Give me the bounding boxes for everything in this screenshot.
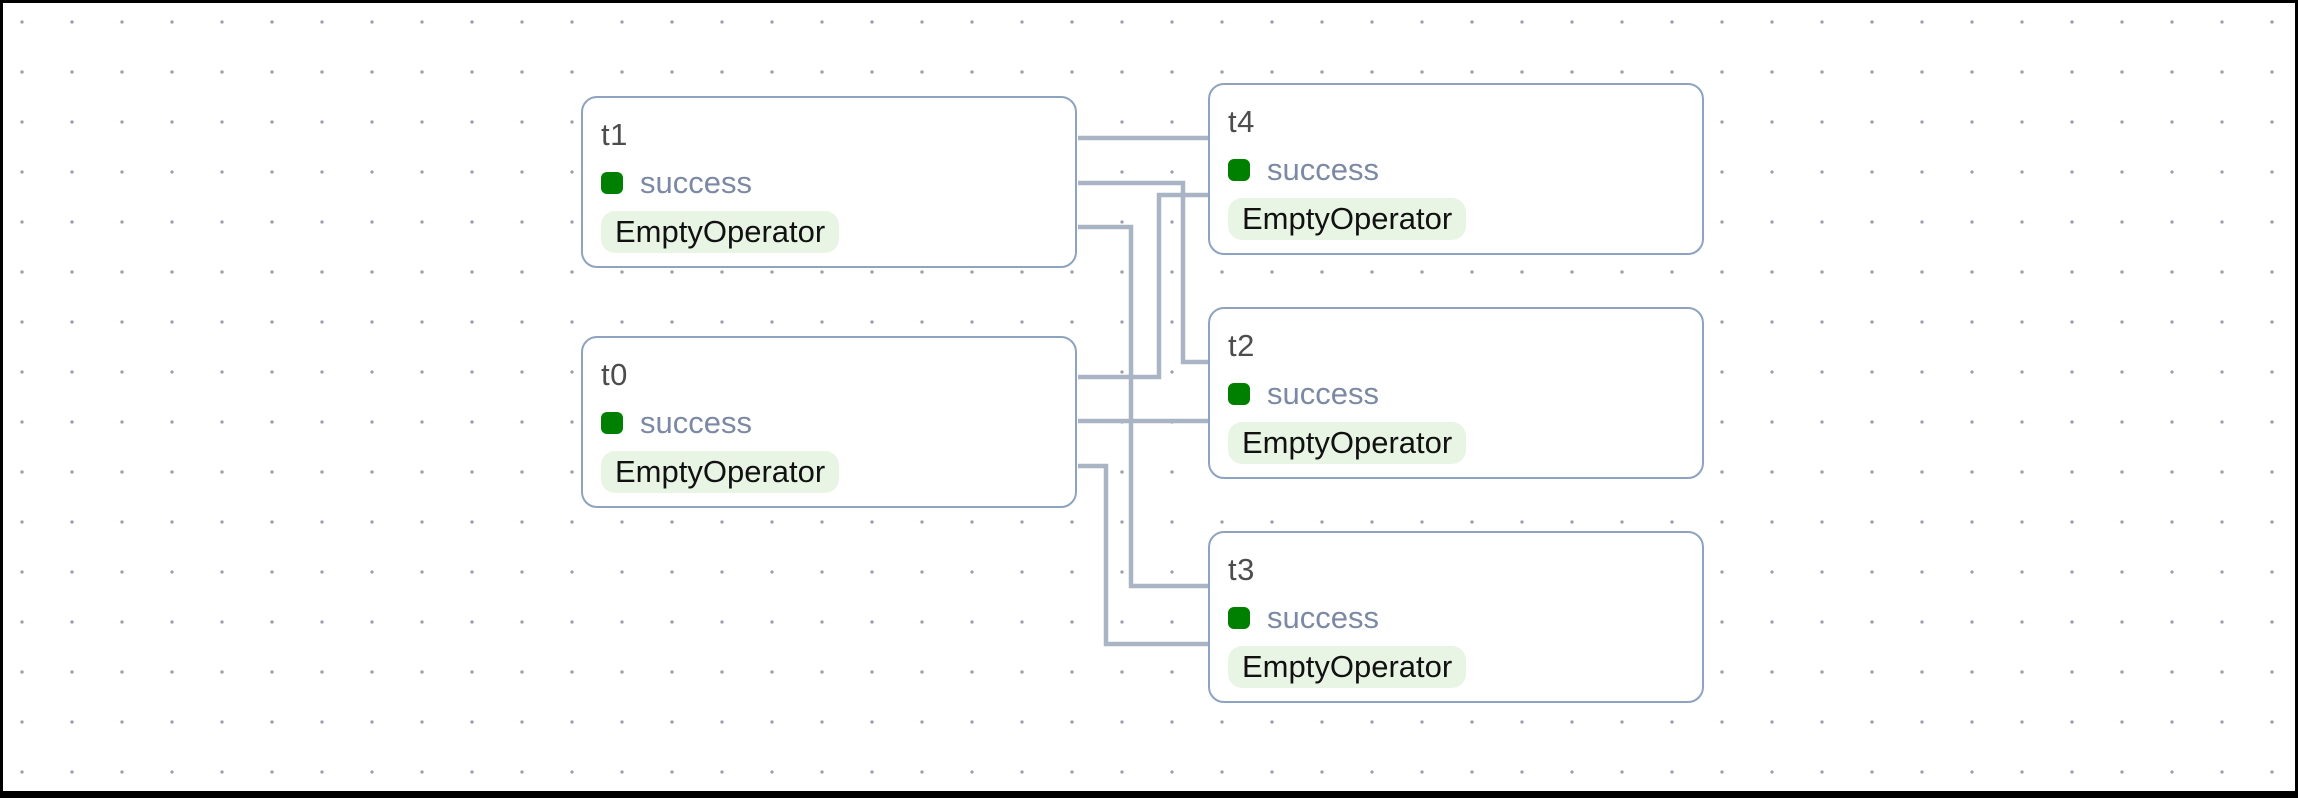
operator-badge: EmptyOperator: [1228, 422, 1467, 464]
task-status-row: success: [601, 406, 752, 440]
task-status-row: success: [1228, 601, 1379, 635]
task-name: t4: [1228, 104, 1255, 139]
task-node-t2[interactable]: t2 success EmptyOperator: [1208, 307, 1704, 479]
task-node-t0[interactable]: t0 success EmptyOperator: [581, 336, 1077, 508]
task-state-label: success: [1267, 152, 1379, 187]
task-status-row: success: [1228, 153, 1379, 187]
task-name: t3: [1228, 552, 1255, 587]
task-name: t1: [601, 117, 628, 152]
task-node-t1[interactable]: t1 success EmptyOperator: [581, 96, 1077, 268]
success-status-icon: [601, 412, 623, 434]
success-status-icon: [1228, 159, 1250, 181]
success-status-icon: [1228, 383, 1250, 405]
task-node-t3[interactable]: t3 success EmptyOperator: [1208, 531, 1704, 703]
dag-edge-t0-t4: [1078, 192, 1208, 380]
task-name: t0: [601, 357, 628, 392]
dag-edge-t1-t2: [1078, 180, 1208, 365]
task-status-row: success: [601, 166, 752, 200]
dag-edge-t1-t3: [1078, 224, 1208, 589]
dag-edge-layer: [1078, 135, 1208, 647]
task-state-label: success: [1267, 376, 1379, 411]
success-status-icon: [1228, 607, 1250, 629]
dag-graph-canvas[interactable]: t1 success EmptyOperator t0 success Empt…: [3, 3, 2295, 791]
task-state-label: success: [640, 405, 752, 440]
operator-badge: EmptyOperator: [1228, 646, 1467, 688]
dag-edge-t0-t3: [1078, 463, 1208, 647]
operator-badge: EmptyOperator: [601, 451, 840, 493]
task-state-label: success: [640, 165, 752, 200]
task-status-row: success: [1228, 377, 1379, 411]
task-name: t2: [1228, 328, 1255, 363]
task-state-label: success: [1267, 600, 1379, 635]
operator-badge: EmptyOperator: [1228, 198, 1467, 240]
operator-badge: EmptyOperator: [601, 211, 840, 253]
success-status-icon: [601, 172, 623, 194]
task-node-t4[interactable]: t4 success EmptyOperator: [1208, 83, 1704, 255]
